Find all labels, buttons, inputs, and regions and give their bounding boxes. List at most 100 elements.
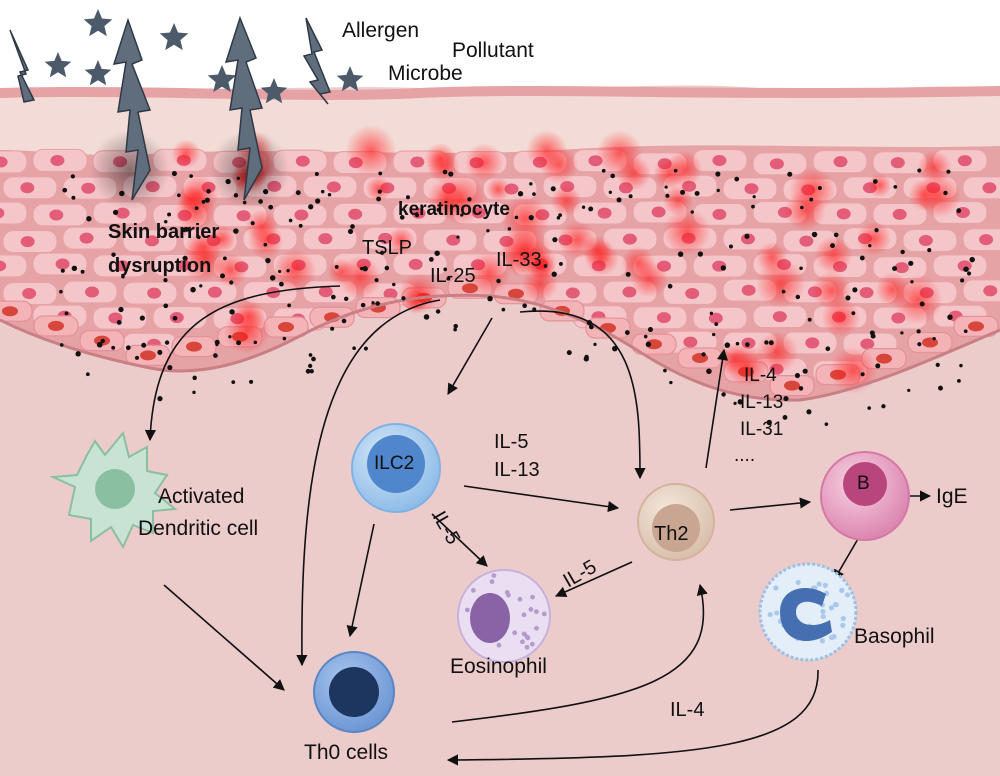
stimuli-group (9, 9, 364, 210)
keratinocyte-cell (722, 177, 778, 201)
basal-cell (263, 316, 309, 338)
keratinocyte-cell (62, 280, 118, 304)
keratinocyte-cell (632, 306, 688, 330)
keratinocyte-cell (62, 226, 118, 250)
dendritic-label-line1: Activated (158, 485, 245, 508)
basal-cell (907, 331, 953, 354)
keratinocyte-cell (272, 203, 328, 227)
keratinocyte-cell (0, 201, 28, 225)
arrow-ilc2-eosinophil (431, 513, 488, 567)
dendritic-cell (49, 430, 178, 550)
dendritic-label-line2: Dendritic cell (138, 517, 259, 540)
b-cell (820, 451, 910, 541)
keratinocyte-cell (302, 175, 358, 199)
arrow-epidermis-ilc2 (447, 317, 493, 395)
il33-label: IL-33 (496, 249, 542, 271)
keratinocyte-cell (332, 202, 388, 226)
ilc2-th2-il5-label: IL-5 (494, 431, 529, 453)
arrow-th2-eosinophil (554, 561, 633, 597)
keratinocyte-cell (722, 227, 778, 251)
basal-cell (171, 336, 217, 358)
pollutant-label: Pollutant (452, 39, 534, 62)
basal-cell (33, 315, 79, 337)
keratinocyte-cell (572, 201, 628, 225)
ige-label: IgE (936, 485, 968, 508)
b-cell-label: B (857, 473, 870, 494)
keratinocyte-cell (122, 281, 178, 305)
bolt-icon (9, 15, 332, 201)
star-icon (44, 9, 364, 104)
arrow-epidermis-th0 (296, 299, 441, 667)
ilc2-cell (351, 423, 441, 513)
arrow-epidermis-dendritic (144, 285, 341, 442)
il13-label: IL-13 (740, 392, 784, 413)
star-icon (44, 52, 72, 78)
keratinocyte-cell (692, 306, 748, 330)
more-cytokines-label: .... (734, 445, 756, 466)
eosinophil-cell (457, 569, 551, 663)
basal-cell (0, 300, 33, 322)
basophil-label: Basophil (854, 625, 935, 648)
basal-cell (585, 317, 631, 339)
arrow-epidermis-th2 (519, 310, 646, 480)
keratinocyte-cell (32, 203, 88, 227)
keratinocyte-cell (662, 281, 718, 306)
keratinocyte-cell (0, 254, 28, 278)
th2-label: Th2 (654, 523, 689, 545)
th0-cell (313, 651, 395, 733)
arrow-ilc2-th0 (346, 523, 375, 638)
star-icon (260, 78, 288, 104)
keratinocyte-cell (32, 252, 88, 276)
th2-cell (637, 483, 715, 561)
keratinocyte-cell (752, 152, 808, 176)
eosinophil-label: Eosinophil (450, 655, 547, 678)
il25-label: IL-25 (430, 265, 476, 287)
cytokine-dots (59, 168, 975, 426)
barrier-label-line2: dysruption (108, 255, 212, 277)
sky-background (0, 0, 1000, 91)
ilc2-label: ILC2 (374, 453, 415, 474)
basal-cell (125, 344, 171, 366)
arrow-th0-th2 (451, 583, 708, 723)
arrow-th2-skin (705, 348, 729, 469)
keratinocyte-cell (812, 150, 868, 174)
arrow-basophil-th0 (446, 669, 819, 766)
basal-cell (631, 333, 677, 355)
keratinocyte-cell (962, 176, 1000, 200)
il31-label: IL-31 (740, 419, 784, 440)
allergen-label: Allergen (342, 19, 420, 42)
star-icon (83, 9, 113, 37)
keratinocyte-cell (152, 305, 208, 330)
basal-cell (769, 375, 815, 397)
keratinocyte-cell (692, 254, 748, 278)
star-icon (84, 60, 112, 86)
arrow-ilc2-th2 (463, 485, 620, 513)
keratinocyte-cell (902, 228, 958, 253)
keratinocyte-cell (122, 229, 178, 253)
arrow-dendritic-th0 (163, 584, 285, 691)
keratinocyte-cell (962, 279, 1000, 303)
star-icon (159, 23, 189, 51)
keratinocyte-cell (32, 148, 88, 173)
keratinocyte-cell (182, 280, 238, 304)
keratinocyte-cell (92, 254, 148, 278)
keratinocyte-cell (0, 150, 28, 174)
tslp-label: TSLP (362, 237, 413, 259)
th0-th2-il4-label: IL-4 (670, 699, 705, 721)
keratinocyte-label: keratinocyte (398, 199, 510, 220)
basal-cell (309, 306, 355, 328)
ilc2-th2-il13-label: IL-13 (494, 459, 540, 481)
star-icon (207, 65, 237, 93)
keratinocyte-cell (962, 228, 1000, 252)
keratinocyte-cell (932, 254, 988, 278)
keratinocyte-cell (302, 227, 358, 251)
microbe-label: Microbe (388, 62, 463, 85)
star-icon (336, 66, 364, 92)
basal-cell (677, 347, 723, 369)
pathway-arrows (144, 285, 932, 766)
inflammation-areas (171, 124, 962, 395)
basophil-cell (758, 562, 858, 662)
keratinocyte-cell (422, 228, 478, 252)
